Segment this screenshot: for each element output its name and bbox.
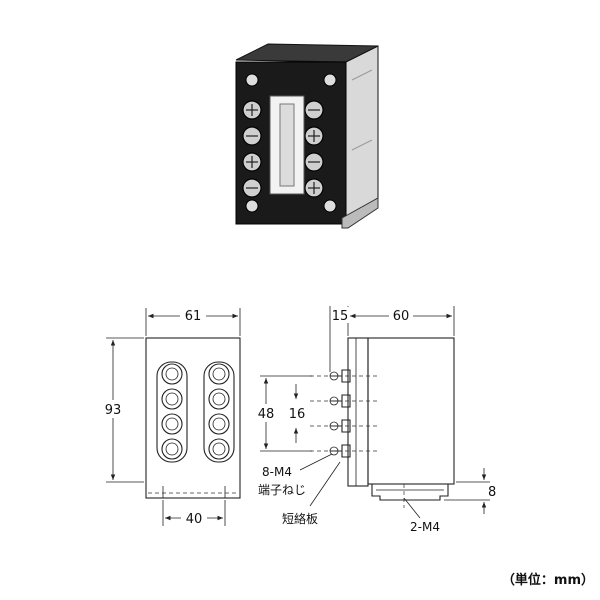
terminal-span-dimension: 48 (258, 407, 275, 422)
front-body-outline (145, 337, 241, 499)
din-rail (371, 484, 449, 501)
mount-screw-label: 2-M4 (410, 520, 440, 534)
side-terminal-icon (329, 369, 351, 458)
terminal-screw-label-jp: 端子ねじ (258, 483, 306, 497)
depth-dimension: 60 (393, 309, 410, 324)
right-terminal-column (203, 361, 235, 463)
side-view: 15 60 48 16 8 8-M4 端子ねじ 短絡板 2-M4 (254, 306, 496, 534)
rail-height-dimension: 8 (488, 485, 496, 500)
width-dimension: 61 (185, 309, 202, 324)
terminal-pitch-dimension: 16 (289, 407, 306, 422)
product-photo (235, 43, 379, 229)
protrusion-dimension: 15 (332, 309, 349, 324)
pitch-dimension: 40 (186, 512, 203, 527)
shorting-plate-label: 短絡板 (282, 511, 318, 526)
front-view: 61 93 40 (100, 306, 241, 527)
left-terminal-column (156, 361, 188, 463)
side-body-outline (367, 337, 455, 485)
unit-note: （単位：mm） (502, 572, 594, 588)
terminal-screw-icon (161, 363, 230, 460)
height-dimension: 93 (105, 403, 122, 418)
terminal-screw-label: 8-M4 (262, 465, 292, 479)
